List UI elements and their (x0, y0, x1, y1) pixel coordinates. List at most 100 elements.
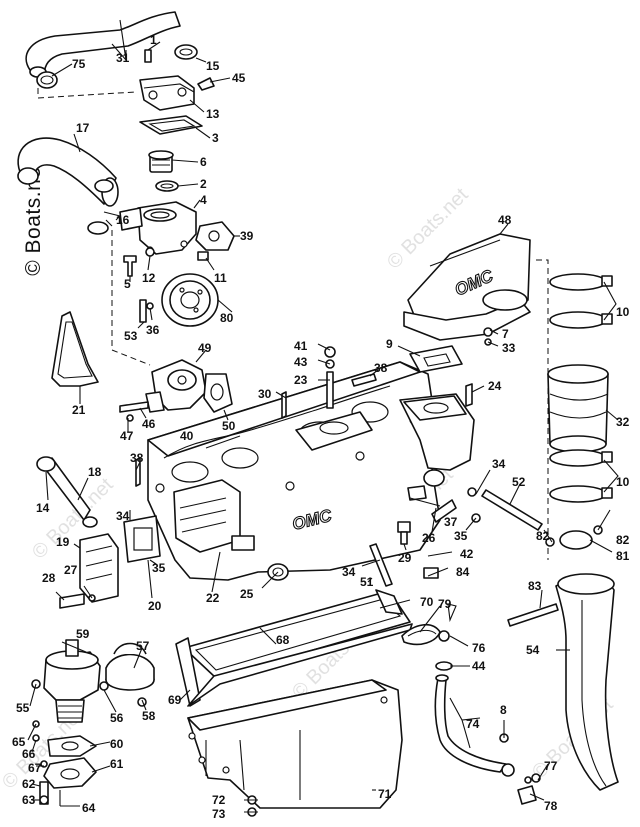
callout: 69 (168, 693, 182, 707)
clamp-14b (82, 516, 98, 528)
callout: 84 (456, 565, 470, 579)
seal-70 (375, 589, 403, 615)
callout: 63 (22, 793, 36, 807)
thermostat-6 (148, 150, 174, 173)
callout: 72 (212, 793, 226, 807)
washer-34-right (467, 487, 477, 497)
callout: 79 (438, 597, 452, 611)
screw-1 (144, 49, 152, 63)
callout: 17 (76, 121, 90, 135)
callout: 15 (206, 59, 220, 73)
callout: 68 (276, 633, 290, 647)
callout: 81 (616, 549, 630, 563)
callout: 71 (378, 787, 392, 801)
oil-pan-gasket-68-69 (175, 593, 413, 707)
callout: 36 (146, 323, 160, 337)
callout: 34 (492, 457, 506, 471)
callout: 70 (420, 595, 434, 609)
callout: 64 (82, 801, 96, 815)
callout: 44 (472, 659, 486, 673)
callout: 10 (616, 305, 630, 319)
clamps-10-lower (549, 449, 613, 503)
exhaust-sleeve-32 (547, 364, 609, 453)
fitting-78 (517, 776, 537, 805)
fitting-29 (397, 521, 411, 545)
callout: 33 (502, 341, 516, 355)
oil-pan-71 (187, 679, 403, 809)
flapper-81 (559, 530, 593, 550)
callout: 13 (206, 107, 220, 121)
washer-7 (483, 327, 493, 337)
callout: 25 (240, 587, 254, 601)
callout: 56 (110, 711, 124, 725)
callout: 27 (64, 563, 78, 577)
callout: 67 (28, 761, 42, 775)
cover-19 (79, 533, 119, 603)
callout: 46 (142, 417, 156, 431)
belt-routing-line (111, 230, 151, 366)
callout: 3 (212, 131, 219, 145)
callout: 55 (16, 701, 30, 715)
block-37 (407, 485, 427, 501)
callout: 26 (422, 531, 436, 545)
fuel-pump-59 (43, 639, 101, 723)
callout: 66 (22, 747, 36, 761)
callout: 82 (616, 533, 630, 547)
callout: 24 (488, 379, 502, 393)
water-pump-49 (145, 359, 207, 413)
callout: 78 (544, 799, 558, 813)
callout: 50 (222, 419, 236, 433)
callout: 54 (526, 643, 540, 657)
callout: 82 (536, 529, 550, 543)
gasket-cover-39 (195, 221, 235, 251)
callout: 4 (200, 193, 207, 207)
callout: 9 (386, 337, 393, 351)
hose-clamp-15 (174, 44, 198, 60)
callout: 29 (398, 551, 412, 565)
callout: 35 (152, 561, 166, 575)
gasket-60 (47, 735, 97, 757)
callout: 19 (56, 535, 70, 549)
gasket-3 (139, 115, 203, 135)
callout: 61 (110, 757, 124, 771)
callout: 47 (120, 429, 134, 443)
pump-gasket-50 (203, 373, 233, 413)
callout: 11 (214, 271, 227, 285)
filter-cap-57 (105, 642, 155, 691)
callout: 77 (544, 759, 558, 773)
callout: 2 (200, 177, 207, 191)
clamp-14 (36, 456, 56, 472)
callout: 22 (206, 591, 220, 605)
callout: 38 (374, 361, 388, 375)
callout: 83 (528, 579, 542, 593)
bolt-51 (369, 543, 393, 587)
callout: 39 (240, 229, 254, 243)
callout: 42 (460, 547, 474, 561)
callout: 21 (72, 403, 86, 417)
callout: 58 (142, 709, 156, 723)
bypass-hose-17 (17, 137, 119, 207)
fitting-11 (197, 251, 209, 261)
screw-53 (139, 299, 147, 323)
callout: 30 (258, 387, 272, 401)
callout: 60 (110, 737, 124, 751)
callout: 73 (212, 807, 226, 821)
cover-plate-61 (43, 757, 97, 789)
washer-63 (39, 795, 49, 805)
nut-41 (324, 346, 336, 358)
callout: 40 (180, 429, 194, 443)
callout: 32 (616, 415, 630, 429)
callout: 80 (220, 311, 234, 325)
callout: 6 (200, 155, 207, 169)
washer-12 (145, 247, 155, 257)
callout: 74 (466, 717, 480, 731)
callout-labels: 1 2 3 4 5 6 7 8 9 10 10 11 12 13 14 15 1… (12, 33, 630, 821)
thermostat-cover-13 (139, 75, 195, 111)
stud-24 (465, 383, 473, 407)
callout: 51 (360, 575, 374, 589)
callout: 7 (502, 327, 509, 341)
callout: 8 (500, 703, 507, 717)
clamps-10-upper (549, 273, 613, 329)
gasket-9 (409, 345, 463, 373)
